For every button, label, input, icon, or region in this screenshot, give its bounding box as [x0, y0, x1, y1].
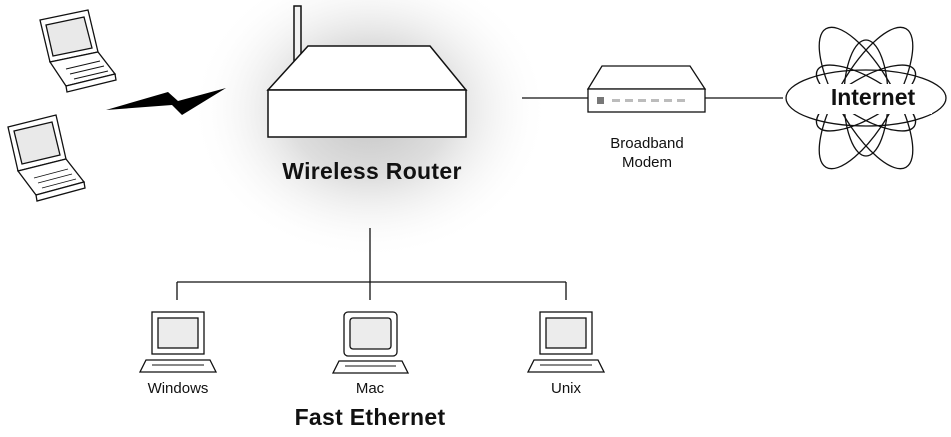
router-icon	[266, 5, 468, 138]
broadband-modem-label: Broadband Modem	[580, 134, 714, 172]
unix-desktop-icon	[526, 311, 606, 373]
laptop-bottom-icon	[7, 114, 86, 202]
ethernet-tree-lines	[176, 228, 567, 300]
internet-label: Internet	[830, 84, 916, 110]
broadband-modem-label-line1: Broadband	[610, 135, 684, 152]
modem-icon	[586, 65, 707, 113]
fast-ethernet-label: Fast Ethernet	[294, 404, 446, 430]
windows-label: Windows	[147, 380, 209, 397]
mac-label: Mac	[355, 380, 385, 397]
laptop-top-icon	[39, 9, 117, 93]
unix-label: Unix	[550, 380, 581, 397]
mac-desktop-icon	[331, 311, 410, 374]
internet-label-backdrop	[814, 84, 932, 114]
wireless-router-label: Wireless Router	[282, 158, 462, 184]
broadband-modem-label-line2: Modem	[621, 154, 673, 171]
lightning-bolt-icon	[106, 88, 226, 115]
windows-desktop-icon	[138, 311, 218, 373]
